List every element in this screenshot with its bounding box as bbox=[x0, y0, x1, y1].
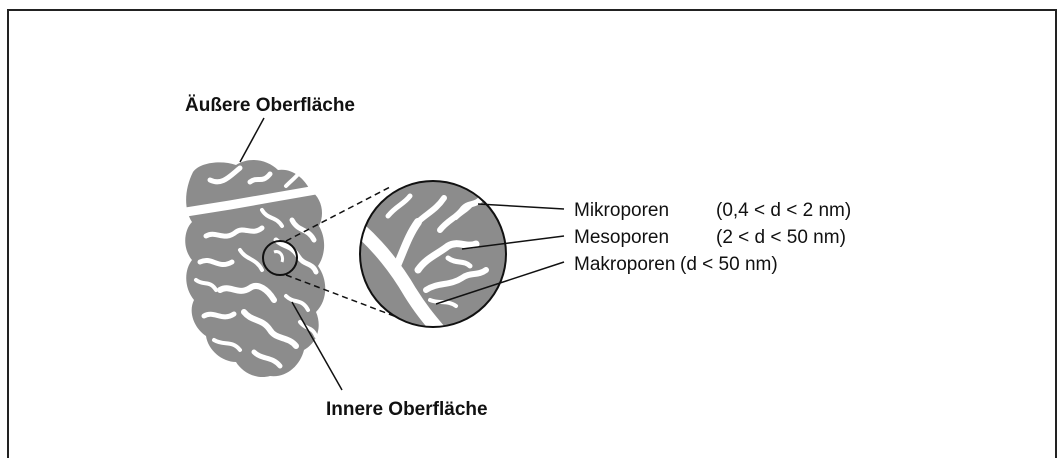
makroporen-leader bbox=[435, 261, 565, 305]
mesopore-channel bbox=[414, 240, 480, 274]
particle-pores bbox=[181, 165, 321, 369]
mikroporen-label: Mikroporen bbox=[574, 200, 669, 221]
macropore-channel bbox=[360, 223, 447, 327]
mesoporen-range: (2 < d < 50 nm) bbox=[716, 227, 846, 248]
diagram-frame bbox=[7, 9, 1057, 458]
micropore-channel bbox=[454, 202, 474, 220]
makroporen-label: Makroporen bbox=[574, 254, 675, 275]
detail-region-circle bbox=[262, 240, 298, 276]
outer-surface-label: Äußere Oberfläche bbox=[185, 95, 355, 116]
makroporen-range: (d < 50 nm) bbox=[680, 254, 778, 275]
mikroporen-range: (0,4 < d < 2 nm) bbox=[716, 200, 851, 221]
zoom-dash-bottom bbox=[285, 274, 411, 323]
inner-surface-label: Innere Oberfläche bbox=[326, 399, 488, 420]
outer-surface-leader bbox=[239, 117, 265, 163]
magnified-view bbox=[359, 180, 507, 328]
particle-body bbox=[185, 159, 326, 378]
mesoporen-leader bbox=[461, 235, 565, 250]
adsorbent-particle bbox=[181, 159, 326, 378]
inner-surface-leader bbox=[291, 301, 343, 391]
mesoporen-label: Mesoporen bbox=[574, 227, 669, 248]
mikroporen-leader bbox=[477, 203, 565, 210]
